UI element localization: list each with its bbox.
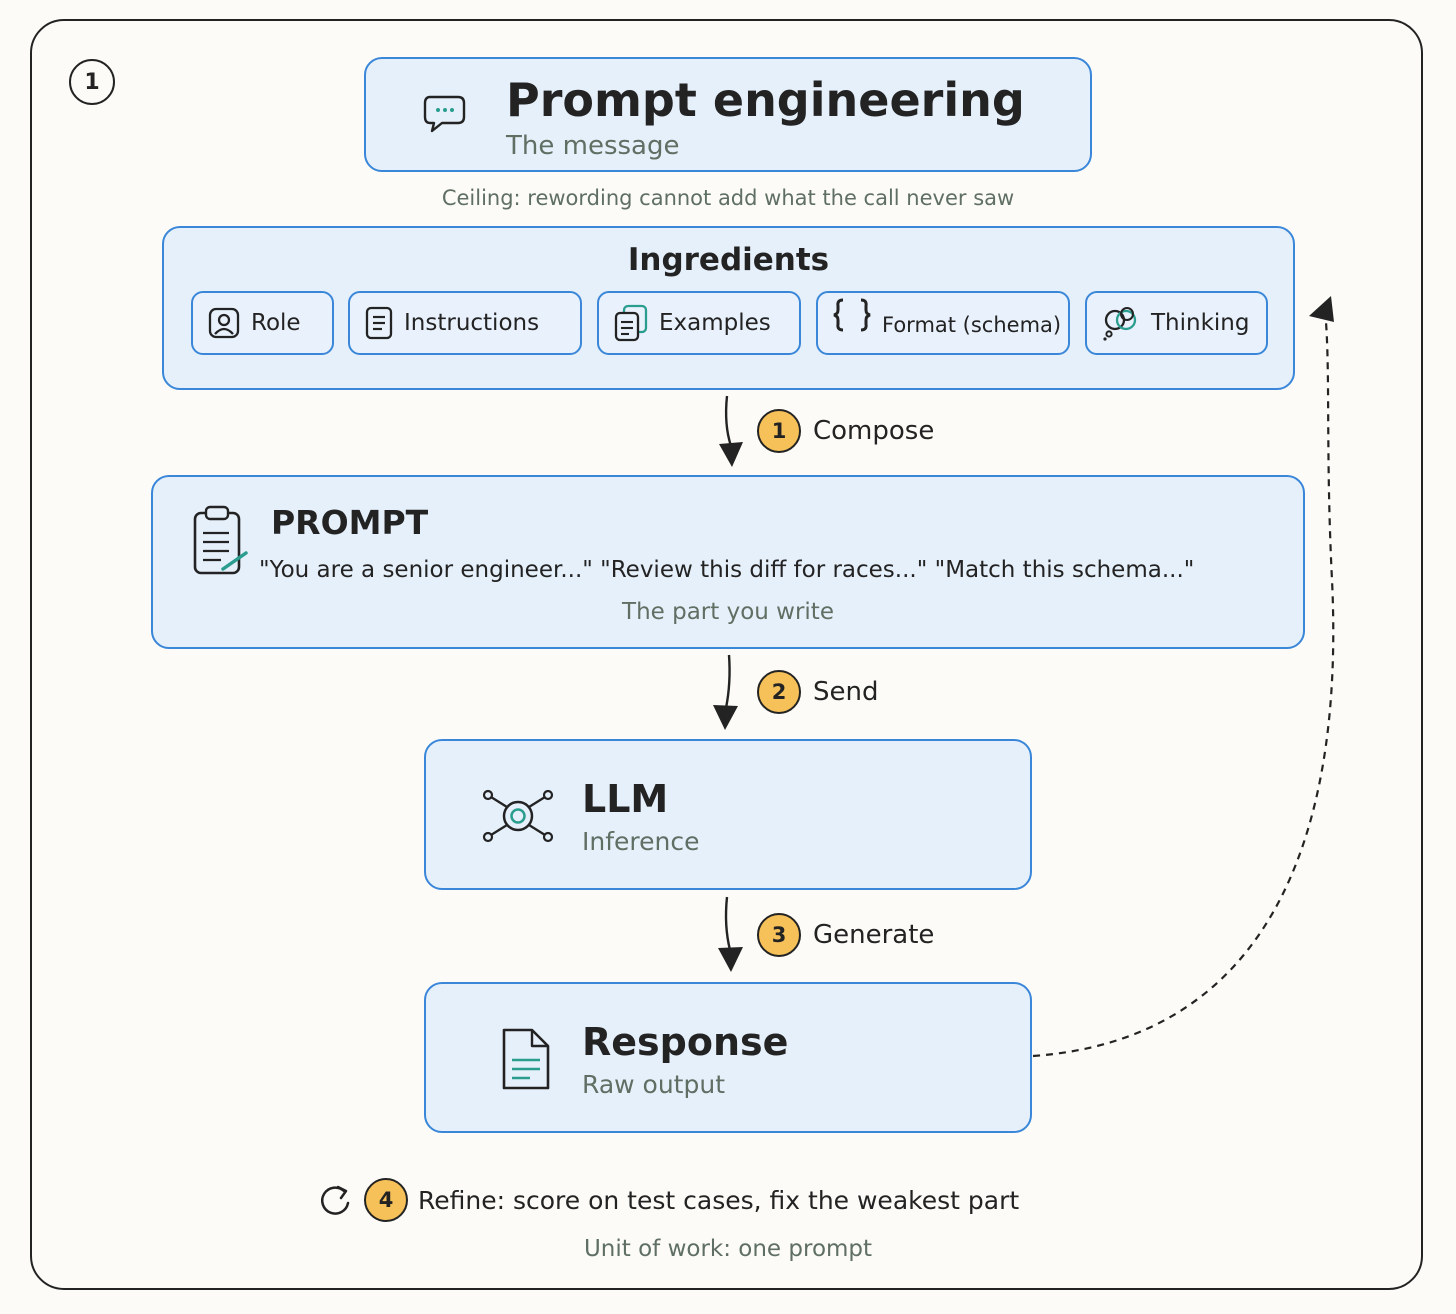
refine-row: 4 Refine: score on test cases, fix the w… — [318, 1178, 1019, 1222]
step-compose: 1 Compose — [757, 409, 934, 453]
step-generate: 3 Generate — [757, 913, 934, 957]
response-box: Response Raw output — [424, 982, 1032, 1133]
ingredient-label: Thinking — [1151, 310, 1250, 336]
ingredient-label: Instructions — [404, 310, 540, 336]
user-portrait-icon — [208, 307, 240, 339]
ingredient-instructions: Instructions — [348, 291, 582, 355]
ingredients-title: Ingredients — [627, 242, 830, 278]
step-number-badge: 3 — [757, 913, 801, 957]
outer-frame — [30, 19, 1423, 1290]
thought-bubble-icon — [1103, 307, 1137, 341]
ingredient-examples: Examples — [597, 291, 801, 355]
step-label: Compose — [813, 416, 935, 446]
ceiling-note: Ceiling: rewording cannot add what the c… — [441, 186, 1015, 210]
step-number-badge: 1 — [757, 409, 801, 453]
step-number-badge: 2 — [757, 670, 801, 714]
clipboard-pen-icon — [193, 505, 248, 575]
corner-number-badge: 1 — [69, 59, 115, 105]
prompt-note: The part you write — [622, 599, 834, 625]
prompt-box: PROMPT "You are a senior engineer..." "R… — [151, 475, 1305, 649]
network-node-icon — [482, 789, 554, 843]
stacked-documents-icon — [614, 304, 648, 342]
prompt-title: PROMPT — [271, 503, 429, 542]
chat-bubble-icon — [423, 95, 466, 133]
document-lines-icon — [365, 306, 393, 340]
ingredient-label: Examples — [659, 310, 771, 336]
ingredients-box: Ingredients Role Instructions Examples — [162, 226, 1295, 390]
page-subtitle: The message — [506, 131, 680, 161]
prompt-quotes: "You are a senior engineer..." "Review t… — [259, 557, 1195, 583]
ingredient-label: Role — [251, 310, 301, 336]
document-icon — [502, 1028, 550, 1090]
refresh-icon — [320, 1185, 350, 1215]
llm-box: LLM Inference — [424, 739, 1032, 890]
refine-number-badge: 4 — [364, 1178, 408, 1222]
step-label: Send — [813, 677, 879, 707]
unit-of-work-note: Unit of work: one prompt — [583, 1236, 873, 1262]
ingredient-format: Format (schema) — [816, 291, 1070, 355]
step-send: 2 Send — [757, 670, 878, 714]
header-box: Prompt engineering The message — [364, 57, 1092, 172]
ingredient-role: Role — [191, 291, 334, 355]
ingredient-label: Format (schema) — [882, 313, 1062, 337]
llm-title: LLM — [582, 777, 669, 821]
response-title: Response — [582, 1020, 789, 1064]
page-title: Prompt engineering — [506, 73, 1025, 127]
step-label: Generate — [813, 920, 935, 950]
response-subtitle: Raw output — [582, 1070, 725, 1099]
refine-text: Refine: score on test cases, fix the wea… — [418, 1185, 1020, 1215]
llm-subtitle: Inference — [582, 827, 700, 856]
curly-braces-icon — [833, 298, 871, 332]
ingredient-thinking: Thinking — [1085, 291, 1268, 355]
